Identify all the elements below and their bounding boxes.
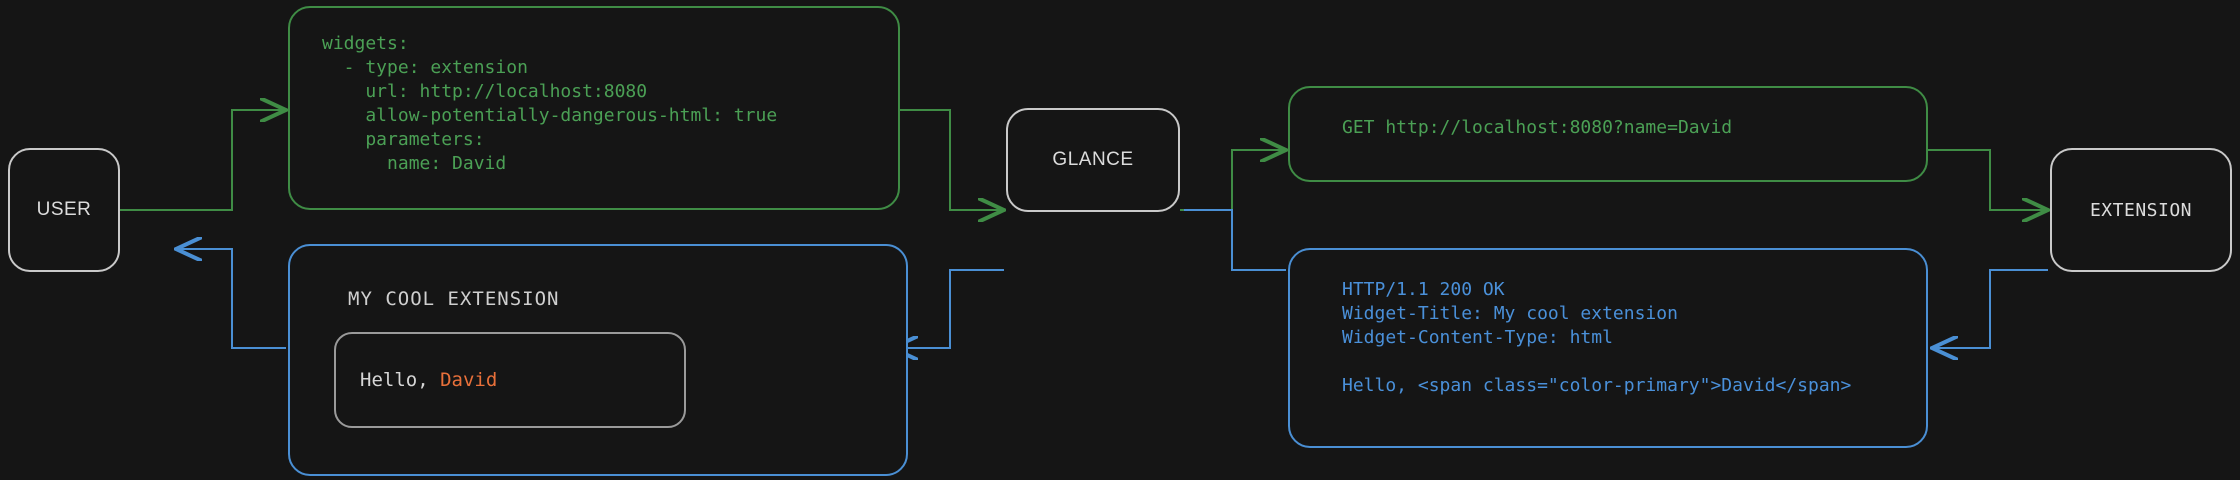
node-glance[interactable]: GLANCE	[1006, 108, 1180, 212]
edge-user-to-config	[120, 110, 286, 211]
edge-widget-to-user	[176, 249, 286, 349]
edge-extension-to-response	[1932, 269, 2048, 348]
edge-request-to-extension	[1928, 149, 2048, 210]
panel-rendered-widget[interactable]: MY COOL EXTENSION Hello, David	[288, 244, 908, 476]
edge-config-to-glance	[900, 109, 1004, 210]
panel-http-get-request[interactable]: GET http://localhost:8080?name=David	[1288, 86, 1928, 182]
widget-greeting: Hello, David	[360, 369, 497, 391]
widget-greeting-prefix: Hello,	[360, 369, 441, 391]
node-glance-label: GLANCE	[1052, 149, 1134, 170]
widget-title: MY COOL EXTENSION	[348, 288, 560, 310]
config-code: widgets: - type: extension url: http://l…	[322, 33, 778, 174]
node-user-label: USER	[36, 199, 92, 220]
edge-glance-to-widget	[892, 269, 1004, 348]
edge-response-to-glance	[1184, 209, 1286, 271]
widget-content-box: Hello, David	[334, 332, 686, 428]
node-user[interactable]: USER	[8, 148, 120, 272]
node-extension-label: EXTENSION	[2089, 199, 2193, 221]
edge-glance-to-request	[1180, 150, 1286, 211]
widget-greeting-name: David	[440, 369, 498, 391]
request-code: GET http://localhost:8080?name=David	[1342, 117, 1733, 138]
node-extension[interactable]: EXTENSION	[2050, 148, 2232, 272]
panel-glance-yaml-config[interactable]: widgets: - type: extension url: http://l…	[288, 6, 900, 210]
panel-http-response[interactable]: HTTP/1.1 200 OK Widget-Title: My cool ex…	[1288, 248, 1928, 448]
response-code: HTTP/1.1 200 OK Widget-Title: My cool ex…	[1342, 279, 1852, 396]
